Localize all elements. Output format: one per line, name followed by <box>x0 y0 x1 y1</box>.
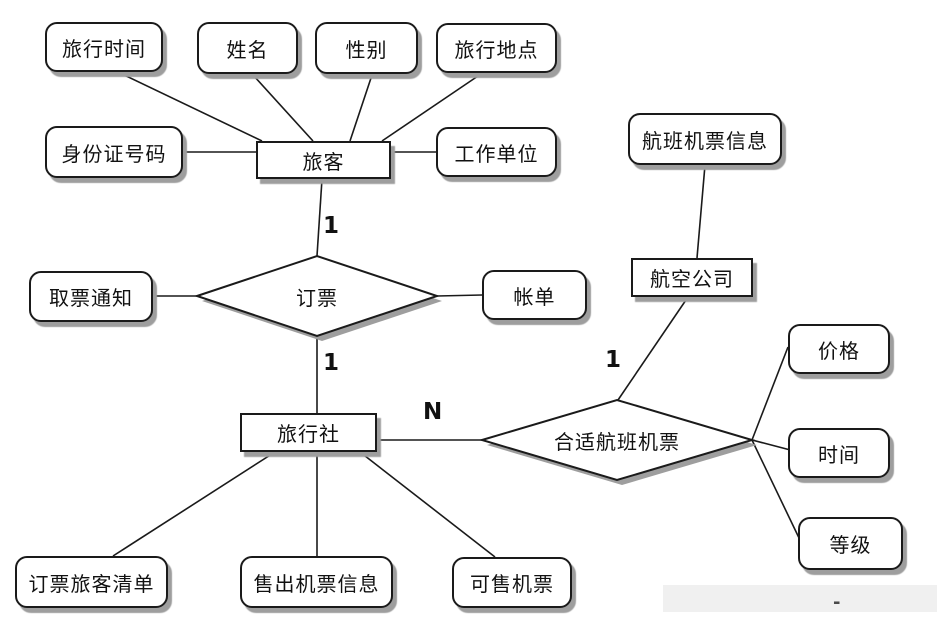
cardinality-airline-suitable-ticket: 1 <box>605 347 622 373</box>
attribute-label: 帐单 <box>513 286 556 309</box>
connector-airline-suitable-ticket <box>617 296 689 401</box>
attribute-label: 航班机票信息 <box>642 130 768 153</box>
attribute-name: 姓名 <box>197 22 298 74</box>
attribute-bill: 帐单 <box>482 270 587 320</box>
attribute-label: 订票旅客清单 <box>28 573 155 596</box>
attribute-label: 性别 <box>345 39 388 62</box>
attribute-time: 时间 <box>788 428 890 478</box>
attribute-label: 售出机票信息 <box>253 573 380 596</box>
entity-label: 旅行社 <box>277 424 340 446</box>
connector-gender-passenger <box>349 74 373 142</box>
attribute-label: 旅行地点 <box>454 39 539 62</box>
connector-booking-bill <box>436 294 483 297</box>
attribute-booking-passenger-list: 订票旅客清单 <box>15 556 168 608</box>
attribute-label: 姓名 <box>226 39 269 62</box>
connector-travel-agency-sellable-ticket <box>359 451 496 558</box>
connector-passenger-booking <box>316 178 323 257</box>
attribute-label: 取票通知 <box>49 288 133 310</box>
relationship-suitable-flight-ticket-label: 合适航班机票 <box>554 431 680 454</box>
attribute-sellable-ticket: 可售机票 <box>452 557 572 608</box>
attribute-travel-time: 旅行时间 <box>45 22 163 72</box>
entity-label: 航空公司 <box>650 269 734 291</box>
cardinality-passenger-booking: 1 <box>323 213 340 239</box>
attribute-label: 旅行时间 <box>62 38 146 61</box>
attribute-label: 时间 <box>818 444 860 467</box>
attribute-label: 工作单位 <box>454 143 539 166</box>
connector-name-passenger <box>252 74 314 142</box>
entity-label: 旅客 <box>302 151 345 174</box>
entity-travel-agency: 旅行社 <box>240 413 377 452</box>
attribute-gender: 性别 <box>315 22 418 74</box>
attribute-work-unit: 工作单位 <box>436 127 557 177</box>
watermark-band <box>663 585 937 612</box>
attribute-label: 可售机票 <box>470 574 554 596</box>
suitable-ticket-diamond <box>478 398 756 482</box>
attribute-flight-ticket-info: 航班机票信息 <box>628 113 782 165</box>
connector-travel-agency-passenger-list <box>112 451 276 557</box>
cardinality-travel-agency-suitable-ticket: N <box>423 399 443 425</box>
attribute-label: 价格 <box>818 340 860 363</box>
watermark-dash: - <box>833 592 841 613</box>
booking-diamond <box>193 254 441 338</box>
attribute-sold-ticket-info: 售出机票信息 <box>240 556 393 608</box>
cardinality-booking-travel-agency: 1 <box>323 350 340 376</box>
connector-travel-place-passenger <box>381 75 479 142</box>
attribute-label: 身份证号码 <box>61 143 167 166</box>
attribute-label: 等级 <box>829 535 872 557</box>
entity-airline: 航空公司 <box>631 258 753 297</box>
attribute-travel-place: 旅行地点 <box>436 23 557 73</box>
connector-flight-info-airline <box>696 164 706 259</box>
attribute-ticket-notice: 取票通知 <box>29 271 153 322</box>
attribute-grade: 等级 <box>798 517 903 570</box>
attribute-id-number: 身份证号码 <box>45 126 183 178</box>
connector-suitable-ticket-grade <box>751 439 801 541</box>
connector-travel-time-passenger <box>119 72 263 142</box>
attribute-price: 价格 <box>788 324 890 374</box>
relationship-booking-label: 订票 <box>296 287 338 310</box>
connector-suitable-ticket-price <box>751 346 789 441</box>
entity-passenger: 旅客 <box>256 141 391 179</box>
